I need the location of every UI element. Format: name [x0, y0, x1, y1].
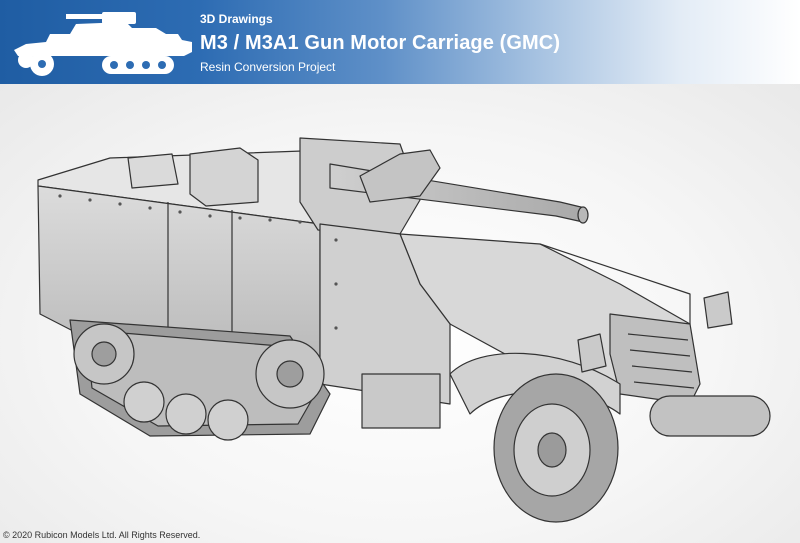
page-title: M3 / M3A1 Gun Motor Carriage (GMC): [200, 32, 561, 54]
halftrack-silhouette-icon: [14, 12, 192, 76]
header-banner: 3D Drawings M3 / M3A1 Gun Motor Carriage…: [0, 0, 800, 84]
header-kicker: 3D Drawings: [200, 12, 273, 26]
vehicle-render: [37, 137, 771, 523]
copyright-notice: © 2020 Rubicon Models Ltd. All Rights Re…: [3, 530, 201, 540]
page-subtitle: Resin Conversion Project: [200, 60, 336, 74]
